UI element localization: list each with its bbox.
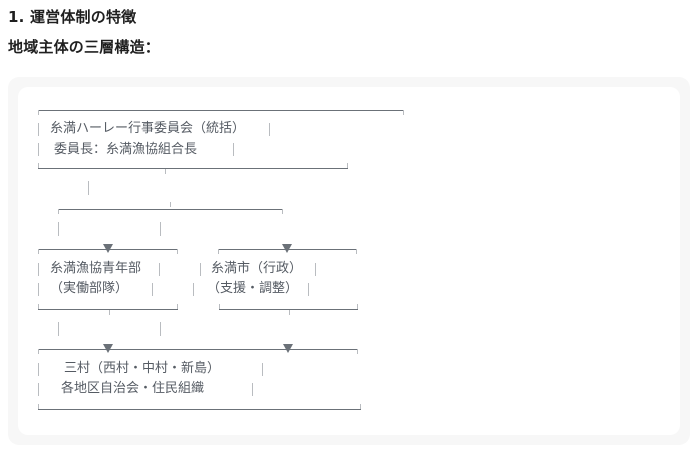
box-edge: [308, 283, 309, 296]
corner-tick: [38, 110, 39, 115]
box-edge: [262, 363, 263, 376]
down-arrow-icon: [103, 344, 113, 353]
connector-line: [58, 322, 59, 336]
box-edge: [200, 263, 201, 276]
right-box-title: 糸満市（行政）: [211, 261, 303, 276]
corner-tick: [360, 404, 361, 409]
section-subheading: 地域主体の三層構造：: [8, 38, 161, 56]
corner-tick: [357, 349, 358, 354]
corner-tick: [356, 249, 357, 254]
right-box-bottom-border: [219, 309, 358, 310]
corner-tick: [38, 404, 39, 409]
bottom-box-subtitle: 各地区自治会・住民組織: [61, 381, 205, 396]
left-box-subtitle: （実働部隊）: [50, 281, 129, 296]
bottom-box-bottom-border: [38, 409, 361, 410]
box-edge: [315, 263, 316, 276]
connector-line: [58, 222, 59, 236]
top-box-title: 糸満ハーレー行事委員会（統括）: [50, 121, 246, 136]
corner-tick: [282, 209, 283, 214]
branch-line: [58, 209, 283, 210]
box-edge: [38, 383, 39, 396]
junction-tick: [170, 202, 171, 207]
corner-tick: [403, 110, 404, 115]
top-box-top-border: [38, 110, 404, 111]
corner-tick: [218, 249, 219, 254]
box-edge: [38, 283, 39, 296]
corner-tick: [38, 304, 39, 309]
down-arrow-icon: [283, 344, 293, 353]
box-edge: [252, 383, 253, 396]
top-box-bottom-border: [38, 168, 348, 169]
box-edge: [269, 123, 270, 136]
corner-tick: [177, 249, 178, 254]
corner-tick: [347, 163, 348, 168]
junction-tick: [289, 310, 290, 315]
junction-tick: [165, 169, 166, 174]
connector-line: [88, 181, 89, 195]
connector-line: [160, 322, 161, 336]
box-edge: [152, 283, 153, 296]
corner-tick: [38, 249, 39, 254]
box-edge: [193, 283, 194, 296]
section-heading: 1. 運営体制の特徴: [8, 8, 137, 26]
diagram-panel: [18, 87, 680, 435]
corner-tick: [219, 304, 220, 309]
corner-tick: [38, 349, 39, 354]
box-edge: [233, 143, 234, 156]
connector-line: [160, 222, 161, 236]
down-arrow-icon: [282, 244, 292, 253]
left-box-bottom-border: [38, 309, 178, 310]
corner-tick: [177, 304, 178, 309]
junction-tick: [109, 310, 110, 315]
box-edge: [38, 143, 39, 156]
bottom-box-title: 三村（西村・中村・新島）: [64, 361, 221, 376]
box-edge: [159, 263, 160, 276]
box-edge: [38, 123, 39, 136]
box-edge: [38, 363, 39, 376]
down-arrow-icon: [103, 244, 113, 253]
corner-tick: [58, 209, 59, 214]
corner-tick: [357, 304, 358, 309]
right-box-subtitle: （支援・調整）: [207, 281, 299, 296]
corner-tick: [38, 163, 39, 168]
top-box-subtitle: 委員長：糸満漁協組合長: [54, 142, 198, 157]
box-edge: [38, 263, 39, 276]
left-box-title: 糸満漁協青年部: [50, 261, 142, 276]
bottom-box-top-border: [38, 349, 358, 350]
